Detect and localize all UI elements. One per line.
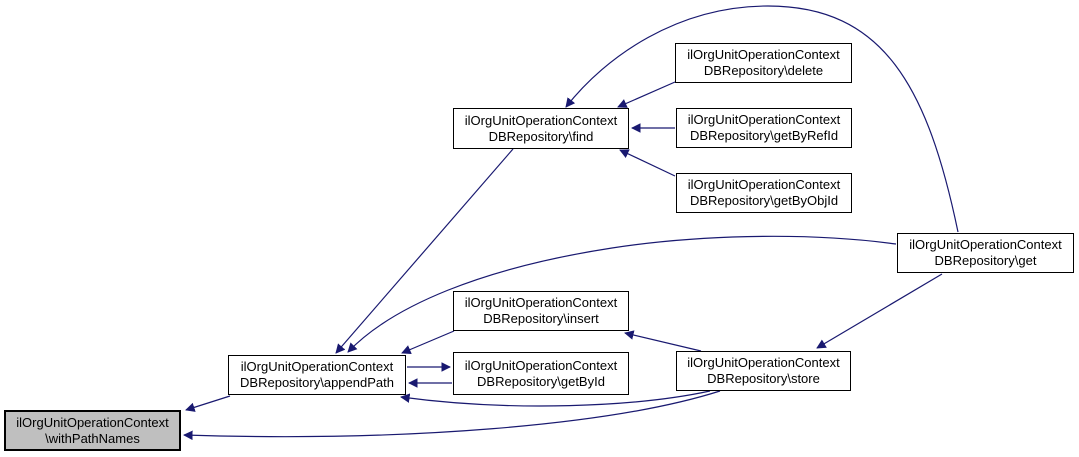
node-get-by-id[interactable]: ilOrgUnitOperationContext DBRepository\g…: [453, 352, 629, 395]
node-label-line2: DBRepository\getByObjId: [689, 193, 839, 208]
node-label-line2: DBRepository\insert: [483, 311, 599, 326]
edge-get-to-find: [565, 5, 959, 233]
node-label-line2: DBRepository\get: [934, 253, 1037, 268]
node-label-line2: DBRepository\getById: [477, 373, 605, 389]
node-label-line1: ilOrgUnitOperationContext: [687, 47, 840, 62]
node-label-line1: ilOrgUnitOperationContext: [464, 357, 618, 373]
node-label-line1: ilOrgUnitOperationContext: [909, 237, 1062, 252]
node-label-line1: ilOrgUnitOperationContext: [240, 359, 394, 374]
node-get-by-ref-id[interactable]: ilOrgUnitOperationContext DBRepository\g…: [676, 108, 852, 148]
node-store[interactable]: ilOrgUnitOperationContext DBRepository\s…: [676, 351, 851, 391]
node-delete[interactable]: ilOrgUnitOperationContext DBRepository\d…: [675, 43, 852, 83]
node-append-path[interactable]: ilOrgUnitOperationContext DBRepository\a…: [228, 355, 406, 395]
node-label-line2: DBRepository\getByRefId: [689, 128, 839, 143]
edge-store-to-appendpath: [400, 390, 711, 407]
node-find[interactable]: ilOrgUnitOperationContext DBRepository\f…: [453, 108, 629, 149]
edge-getbyobjid-to-find: [619, 149, 676, 177]
edge-appendpath-to-withpathnames: [185, 395, 231, 412]
node-label-line1: ilOrgUnitOperationContext: [687, 112, 841, 127]
edge-store-to-insert: [624, 330, 702, 352]
edge-delete-to-find: [617, 81, 676, 108]
node-label-line1: ilOrgUnitOperationContext: [687, 177, 841, 192]
node-label-line1: ilOrgUnitOperationContext: [464, 112, 618, 128]
node-label-line1: ilOrgUnitOperationContext: [464, 295, 618, 310]
node-label-line2: DBRepository\store: [707, 371, 820, 386]
node-insert[interactable]: ilOrgUnitOperationContext DBRepository\i…: [453, 291, 629, 331]
edge-insert-to-appendpath: [401, 330, 455, 355]
edge-find-to-appendpath: [335, 148, 514, 354]
node-label-line2: DBRepository\find: [488, 128, 594, 144]
node-with-path-names: ilOrgUnitOperationContext \withPathNames: [4, 410, 181, 451]
node-label-line2: DBRepository\delete: [703, 63, 824, 78]
node-get[interactable]: ilOrgUnitOperationContext DBRepository\g…: [897, 233, 1074, 273]
node-label-line1: ilOrgUnitOperationContext: [16, 414, 169, 430]
node-get-by-obj-id[interactable]: ilOrgUnitOperationContext DBRepository\g…: [676, 173, 852, 213]
node-label-line1: ilOrgUnitOperationContext: [687, 355, 840, 370]
edge-store-to-withpathnames: [183, 390, 721, 441]
edge-get-to-store: [816, 273, 943, 349]
edge-get-to-appendpath: [347, 235, 897, 353]
node-label-line2: \withPathNames: [45, 430, 140, 446]
node-label-line2: DBRepository\appendPath: [240, 375, 394, 390]
